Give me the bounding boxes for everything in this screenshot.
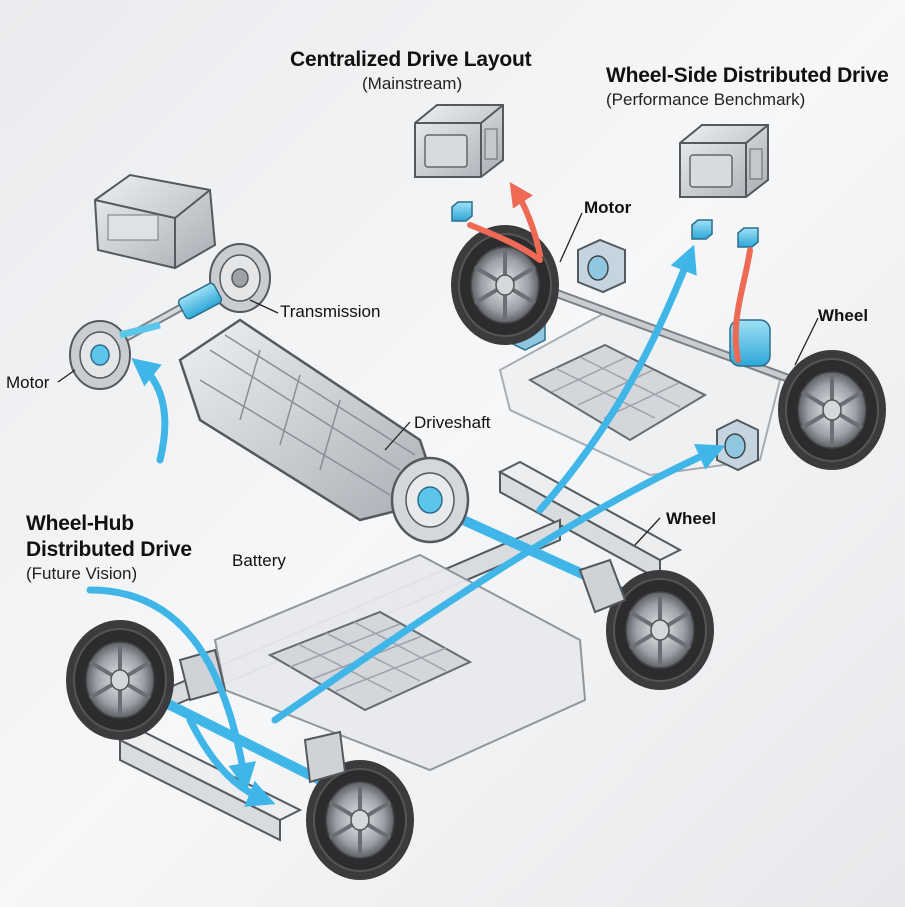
curved-arrow-icon	[536, 244, 697, 514]
heat-flow-arrows	[467, 182, 753, 363]
curved-arrow-icon	[86, 586, 257, 792]
wheel-hub-drive-subtitle: (Future Vision)	[26, 564, 138, 583]
suspension-knuckles	[178, 558, 627, 784]
connector-block	[737, 227, 759, 248]
rear-right-wheel	[604, 568, 716, 692]
controller-unit-left	[93, 173, 217, 270]
centralized-drive-title: Centralized Drive Layout	[290, 48, 532, 71]
curved-arrow-icon	[732, 247, 753, 363]
battery-label: Battery	[232, 551, 286, 570]
motor-label-top: Motor	[584, 198, 632, 217]
front-motor-axle-assembly	[69, 243, 271, 390]
wheel-hub-drive-title-line2: Distributed Drive	[26, 538, 192, 561]
connector-block	[451, 201, 473, 222]
transmission-label: Transmission	[280, 302, 381, 321]
energy-flow-arrows	[86, 244, 726, 807]
curved-arrow-icon	[509, 182, 543, 258]
wheel-side-drive-title: Wheel-Side Distributed Drive	[606, 64, 889, 87]
transmission	[178, 318, 470, 544]
wheel-side-rear-wheel	[776, 348, 888, 472]
centralized-drive-subtitle: (Mainstream)	[362, 74, 463, 93]
motor-label-left: Motor	[6, 373, 50, 392]
connector-block	[691, 219, 713, 240]
wheel-label-right: Wheel	[818, 306, 869, 325]
curved-arrow-icon	[131, 357, 169, 464]
centralized-motor-unit	[414, 104, 504, 178]
battery-pack-lower	[213, 553, 587, 772]
curved-arrow-icon	[186, 716, 276, 807]
curved-arrow-icon	[271, 444, 726, 724]
wheel-side-axle	[518, 275, 822, 395]
curved-arrow-icon	[467, 222, 543, 263]
label-leader-lines	[57, 212, 819, 546]
wheel-side-motor-unit	[679, 124, 769, 198]
wheel-hub-drive-title-line1: Wheel-Hub	[26, 512, 134, 535]
wheel-side-drive-subtitle: (Performance Benchmark)	[606, 90, 806, 109]
wheel-label-mid: Wheel	[666, 509, 717, 528]
hub-front-left-wheel	[64, 618, 176, 742]
driveshaft-label: Driveshaft	[414, 413, 491, 432]
